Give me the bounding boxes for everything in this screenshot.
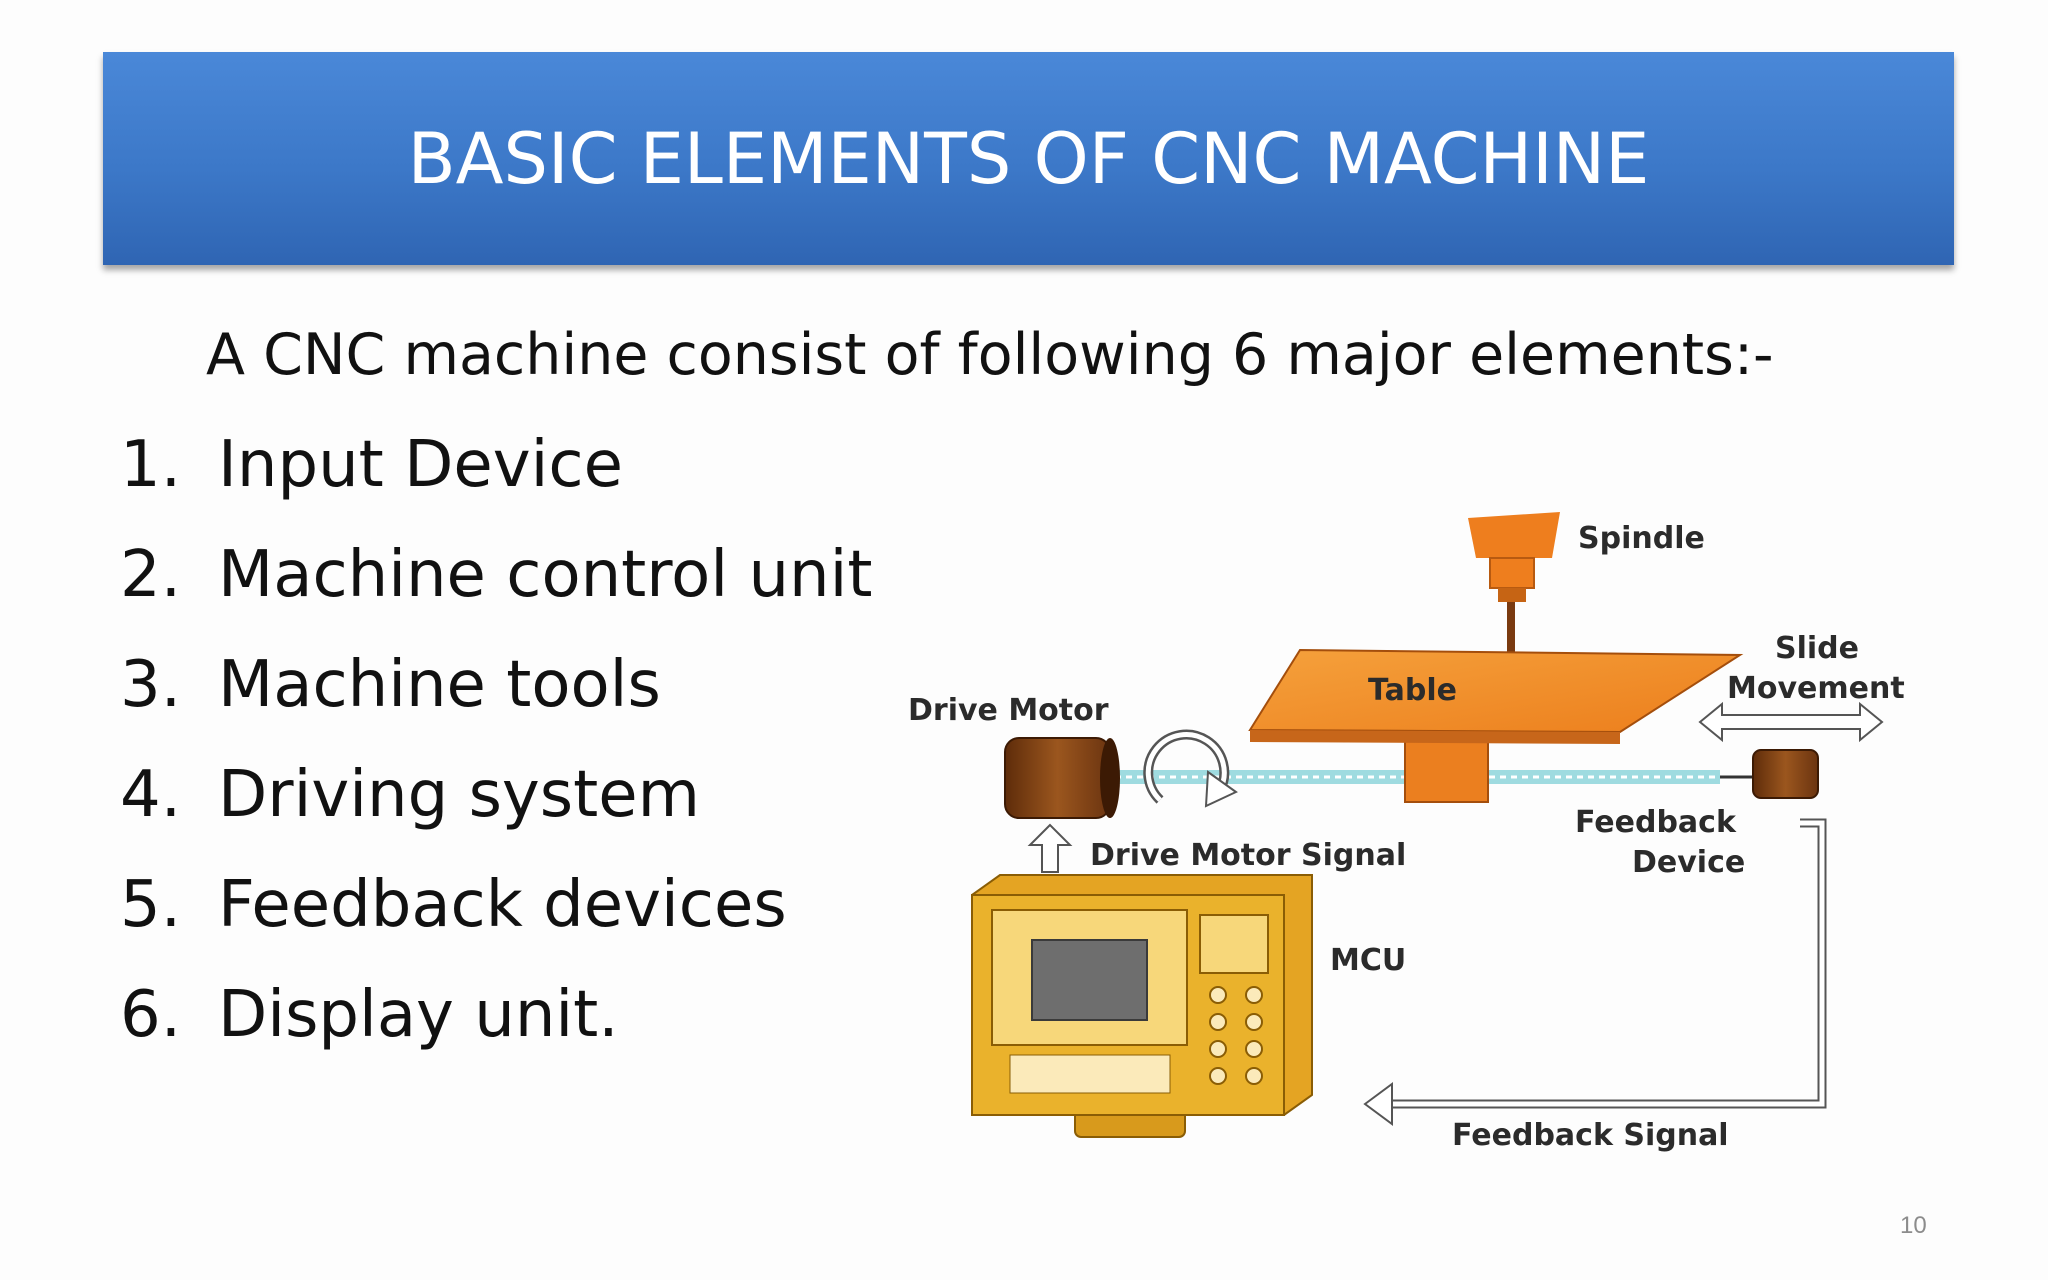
feedback-signal-label: Feedback Signal (1452, 1118, 1729, 1153)
up-arrow-icon (1027, 823, 1073, 873)
slide-label-line2: Movement (1727, 671, 1905, 706)
spindle-label: Spindle (1578, 521, 1705, 556)
list-item-label: Machine control unit (218, 538, 873, 612)
title-bar: BASIC ELEMENTS OF CNC MACHINE (103, 52, 1954, 265)
slide-title: BASIC ELEMENTS OF CNC MACHINE (407, 117, 1650, 200)
list-item-label: Feedback devices (218, 868, 787, 942)
drive-motor-signal-label: Drive Motor Signal (1090, 838, 1406, 873)
table-label: Table (1368, 673, 1457, 708)
feedback-device-icon (1720, 749, 1819, 799)
double-arrow-icon (1698, 701, 1884, 743)
mcu-label: MCU (1330, 943, 1406, 978)
list-item: 2. Machine control unit (120, 535, 872, 645)
feedback-device-label-line2: Device (1632, 845, 1745, 880)
list-item-number: 3. (120, 648, 182, 722)
list-item-number: 4. (120, 758, 182, 832)
mcu-icon (971, 874, 1313, 1138)
slide-number: 10 (1900, 1212, 1927, 1239)
feedback-device-label-line1: Feedback (1575, 805, 1737, 840)
list-item: 3. Machine tools (120, 645, 872, 755)
list-item: 1. Input Device (120, 425, 872, 535)
intro-text: A CNC machine consist of following 6 maj… (206, 322, 1774, 388)
list-item-label: Driving system (218, 758, 700, 832)
list-item-number: 6. (120, 978, 182, 1052)
list-item-label: Display unit. (218, 978, 619, 1052)
spindle-icon (1468, 512, 1560, 652)
rotation-arrow-icon (1143, 729, 1238, 808)
list-item-number: 2. (120, 538, 182, 612)
drive-motor-icon (1004, 737, 1120, 819)
list-item: 6. Display unit. (120, 975, 872, 1085)
drive-motor-label: Drive Motor (908, 693, 1109, 728)
table-icon (1248, 648, 1744, 803)
slide-label-line1: Slide (1775, 631, 1859, 666)
feedback-arrow-icon (1363, 818, 1827, 1126)
list-item-number: 1. (120, 428, 182, 502)
list-item: 5. Feedback devices (120, 865, 872, 975)
list-item-label: Machine tools (218, 648, 661, 722)
cnc-diagram: Spindle Table Slide Movement Drive Motor (908, 512, 1905, 1153)
list-item-number: 5. (120, 868, 182, 942)
list-item-label: Input Device (218, 428, 623, 502)
list-item: 4. Driving system (120, 755, 872, 865)
elements-list: 1. Input Device 2. Machine control unit 3.… (120, 425, 872, 1085)
